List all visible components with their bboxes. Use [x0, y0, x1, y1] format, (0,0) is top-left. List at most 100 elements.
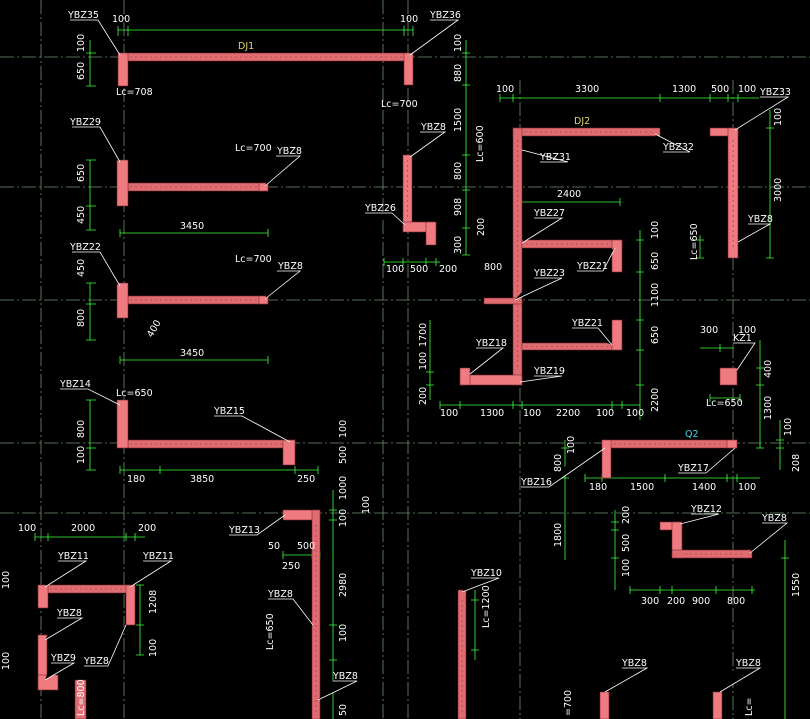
beam-tag-dj2: DJ2	[574, 116, 590, 127]
dim-value: 500	[297, 541, 315, 552]
dimension-values: 100 100 100 650 100 880 1500 650 800 450…	[1, 14, 802, 716]
dim-value: 3850	[190, 474, 214, 485]
dim-value: 200	[621, 506, 632, 524]
column-tag: KZ1	[733, 333, 752, 344]
dim-value: 100	[621, 559, 632, 577]
lc-note: Lc=700	[235, 143, 272, 154]
lc-note: =700	[563, 690, 574, 716]
column-tag: YBZ14	[59, 379, 91, 390]
dim-line	[117, 26, 414, 36]
dimension-lines	[34, 26, 789, 719]
dim-value: 800	[76, 420, 87, 438]
column-tag: YBZ29	[69, 117, 101, 128]
column-tag: YBZ18	[475, 338, 507, 349]
column-ybz8	[712, 691, 723, 719]
column-tag: YBZ13	[228, 525, 260, 536]
column-ybz35	[117, 52, 129, 87]
lc-note: Lc=650	[689, 223, 700, 260]
column-tag: YBZ31	[539, 152, 571, 163]
column-tag: YBZ8	[332, 671, 358, 682]
lc-notes: Lc=708 Lc=700 Lc=600 Lc=700 Lc=700 Lc=65…	[76, 87, 755, 716]
dim-value: 100	[773, 108, 784, 126]
dim-line	[696, 235, 704, 259]
dim-value: 1300	[480, 408, 504, 419]
column-tag: YBZ8	[747, 214, 773, 225]
dim-value: 800	[727, 596, 745, 607]
dim-value: 800	[553, 454, 564, 472]
dim-value: 1400	[692, 482, 716, 493]
dim-value: 180	[589, 482, 607, 493]
dim-value: 500	[338, 446, 349, 464]
dim-line	[781, 540, 789, 719]
leader-lines	[44, 19, 790, 701]
dim-value: 908	[453, 198, 464, 216]
dim-value: 3000	[773, 178, 784, 202]
column-tag: YBZ8	[277, 261, 303, 272]
dim-line	[119, 466, 319, 474]
column-tag: YBZ23	[533, 268, 565, 279]
dim-value: 650	[76, 164, 87, 182]
dim-value: 200	[439, 264, 457, 275]
walls-and-columns	[37, 52, 753, 719]
dim-value: 100	[18, 523, 36, 534]
dim-value: 200	[138, 523, 156, 534]
dim-value: 2980	[338, 573, 349, 597]
column-tag: YBZ11	[57, 551, 89, 562]
column-ybz21	[611, 319, 623, 351]
column-ybz18	[459, 367, 471, 386]
dim-value: 1500	[453, 108, 464, 132]
lc-note: Lc=800	[76, 679, 87, 716]
dim-value: 100	[76, 34, 87, 52]
dim-value: 50	[338, 704, 349, 716]
dim-line	[756, 340, 764, 449]
dim-value: 900	[692, 596, 710, 607]
dim-value: 300	[700, 325, 718, 336]
dim-line	[119, 229, 269, 237]
beam-tag-dj1: DJ1	[238, 41, 254, 52]
dim-value: 100	[1, 652, 12, 670]
column-tag: YBZ16	[520, 477, 552, 488]
dim-line	[282, 551, 321, 559]
column-tag: YBZ27	[533, 208, 565, 219]
dim-line	[439, 401, 640, 409]
column-ybz26	[425, 221, 437, 246]
leader-line	[44, 19, 790, 701]
dim-value: 800	[484, 262, 502, 273]
column-ybz8	[258, 295, 269, 305]
dim-value: 1300	[672, 84, 696, 95]
column-ybz11	[37, 584, 49, 609]
column-tag: YBZ12	[690, 504, 722, 515]
column-tag: YBZ8	[621, 658, 647, 669]
dim-line	[766, 110, 774, 259]
dim-line	[34, 533, 145, 541]
column-tag: YBZ10	[470, 568, 502, 579]
dim-line	[329, 490, 337, 719]
dim-line	[776, 420, 784, 470]
lc-note: Lc=700	[235, 254, 272, 265]
lc-note: Lc=1200	[481, 585, 492, 628]
dim-value: 450	[76, 206, 87, 224]
column-tag: YBZ8	[761, 513, 787, 524]
dim-value: 500	[711, 84, 729, 95]
wall-tag-q2: Q2	[685, 429, 699, 440]
dim-line	[499, 94, 760, 102]
dim-value: 100	[738, 325, 756, 336]
dim-value: 100	[453, 34, 464, 52]
dim-value: 100	[112, 14, 130, 25]
column-ybz15	[282, 439, 296, 466]
beam-tags: DJ1 DJ2 Q2	[238, 41, 699, 440]
column-tag: YBZ9	[50, 653, 76, 664]
column-tag: YBZ32	[662, 142, 694, 153]
dim-line	[86, 40, 96, 87]
dim-value: 100	[338, 509, 349, 527]
column-tag: YBZ15	[213, 406, 245, 417]
dim-value: 200	[476, 218, 487, 236]
dim-value: 250	[297, 474, 315, 485]
dim-value: 800	[76, 309, 87, 327]
dim-line	[86, 399, 96, 471]
column-tag: YBZ8	[267, 589, 293, 600]
dim-value: 100	[338, 624, 349, 642]
dim-value: 200	[418, 387, 429, 405]
column-kz1	[719, 367, 738, 386]
dim-value: 100	[566, 436, 577, 454]
